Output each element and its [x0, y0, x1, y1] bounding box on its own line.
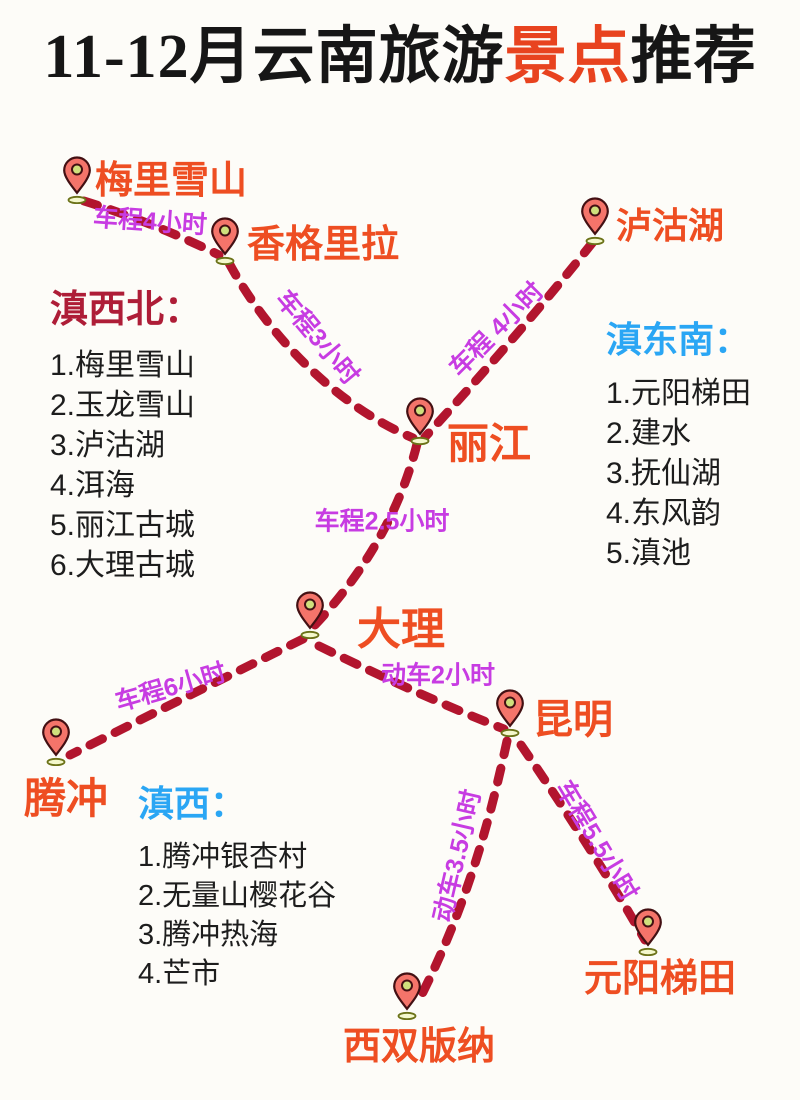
city-label-kunming: 昆明 — [533, 697, 613, 742]
region-west-list: 1.腾冲银杏村 2.无量山樱花谷 3.腾冲热海 4.芒市 — [138, 838, 336, 994]
city-label-yuanyang-terraces: 元阳梯田 — [584, 958, 737, 1000]
region-southeast-list: 1.元阳梯田 2.建水 3.抚仙湖 4.东风韵 5.滇池 — [606, 374, 751, 574]
list-item: 2.无量山樱花谷 — [138, 879, 337, 912]
route-kunming-yuanyang — [516, 740, 650, 945]
map-pin-lugu-lake-icon — [579, 197, 611, 245]
route-label-lijiang-dali: 车程2.5小时 — [314, 507, 450, 536]
map-pin-meili-snow-mountain-icon — [61, 156, 93, 204]
route-shangrila-lijiang — [224, 258, 418, 443]
region-northwest-heading: 滇西北： — [50, 289, 203, 331]
region-southeast-heading: 滇东南： — [606, 319, 751, 360]
list-item: 1.元阳梯田 — [606, 376, 752, 410]
route-meili-shangrila — [79, 196, 224, 260]
list-item: 2.玉龙雪山 — [50, 388, 196, 422]
map-pin-xishuangbanna-icon — [391, 972, 423, 1020]
route-dali-kunming — [314, 641, 509, 734]
list-item: 4.芒市 — [138, 957, 221, 990]
city-label-shangri-la: 香格里拉 — [247, 224, 400, 266]
list-item: 2.建水 — [606, 416, 692, 450]
list-item: 3.抚仙湖 — [606, 456, 722, 490]
route-lijiang-dali — [309, 439, 422, 631]
route-kunming-xishuangbanna — [414, 736, 512, 1005]
region-west: 滇西： 1.腾冲银杏村 2.无量山樱花谷 3.腾冲热海 4.芒市 — [138, 784, 336, 994]
map-pin-kunming-icon — [494, 689, 526, 737]
list-item: 5.滇池 — [606, 536, 692, 570]
region-northwest-list: 1.梅里雪山 2.玉龙雪山 3.泸沽湖 4.洱海 5.丽江古城 6.大理古城 — [50, 346, 202, 586]
city-label-lugu-lake: 泸沽湖 — [616, 206, 725, 246]
map-pin-shangri-la-icon — [209, 217, 241, 265]
page-title: 11-12月云南旅游景点推荐 — [0, 20, 800, 94]
list-item: 1.腾冲银杏村 — [138, 840, 308, 873]
map-pin-lijiang-icon — [404, 397, 436, 445]
region-southeast: 滇东南： 1.元阳梯田 2.建水 3.抚仙湖 4.东风韵 5.滇池 — [606, 320, 751, 574]
map-pin-yuanyang-terraces-icon — [632, 908, 664, 956]
title-suffix: 推荐 — [630, 23, 757, 91]
list-item: 3.泸沽湖 — [50, 428, 166, 462]
region-west-heading: 滇西： — [138, 783, 247, 824]
city-label-tengchong: 腾冲 — [24, 777, 109, 823]
city-label-xishuangbanna: 西双版纳 — [343, 1026, 496, 1068]
city-label-dali: 大理 — [357, 605, 445, 654]
route-label-dali-kunming: 动车2小时 — [381, 661, 495, 690]
region-northwest: 滇西北： 1.梅里雪山 2.玉龙雪山 3.泸沽湖 4.洱海 5.丽江古城 6.大… — [50, 289, 203, 586]
list-item: 4.洱海 — [50, 468, 136, 502]
list-item: 4.东风韵 — [606, 496, 722, 530]
route-dali-tengchong — [65, 634, 308, 760]
route-lugu-lijiang — [420, 237, 598, 442]
list-item: 6.大理古城 — [50, 548, 196, 582]
map-pin-dali-icon — [294, 591, 326, 639]
list-item: 3.腾冲热海 — [138, 918, 279, 951]
list-item: 5.丽江古城 — [50, 508, 196, 542]
title-prefix: 11-12月云南旅游 — [43, 23, 505, 91]
map-pin-tengchong-icon — [40, 718, 72, 766]
list-item: 1.梅里雪山 — [50, 348, 196, 382]
city-label-meili-snow-mountain: 梅里雪山 — [95, 160, 248, 202]
title-highlight: 景点 — [504, 23, 631, 91]
city-label-lijiang: 丽江 — [447, 422, 532, 468]
